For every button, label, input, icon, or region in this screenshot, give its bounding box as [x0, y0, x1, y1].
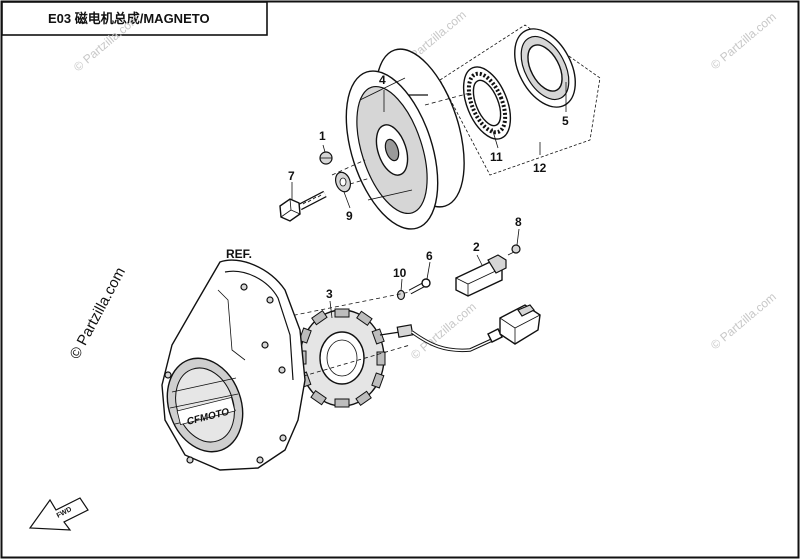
- title-box: E03 磁电机总成/MAGNETO: [1, 1, 268, 36]
- callout-6: 6: [426, 249, 433, 263]
- pickup-coil-sensor: [455, 254, 507, 297]
- watermark-3: © Partzilla.com: [708, 10, 779, 73]
- watermark-side: © Partzilla.com: [67, 265, 129, 362]
- callout-8: 8: [515, 215, 522, 229]
- sensor-bolt: [507, 244, 521, 256]
- ref-label: REF.: [226, 247, 252, 261]
- callout-4: 4: [379, 73, 386, 87]
- wire-connector: [499, 304, 541, 345]
- leader-lines-upper: [291, 82, 567, 209]
- callout-12: 12: [533, 161, 547, 175]
- callout-numbers: 4 5 11 12 1 7 9 3 2 8 6 10: [288, 73, 569, 301]
- callout-10: 10: [393, 266, 407, 280]
- stator-wire-harness: [379, 324, 503, 353]
- forward-arrow-icon: FWD: [28, 497, 89, 531]
- flywheel-rotor: [345, 48, 465, 230]
- callout-5: 5: [562, 114, 569, 128]
- washer: [334, 171, 352, 193]
- watermark-4: © Partzilla.com: [708, 290, 779, 353]
- callout-11: 11: [490, 150, 503, 164]
- stator-bolt: [408, 278, 431, 295]
- callout-2: 2: [473, 240, 480, 254]
- watermark-5: © Partzilla.com: [408, 300, 479, 363]
- starter-clutch-gear: [514, 28, 576, 108]
- flange-bolt: [279, 190, 327, 222]
- stator-washer: [396, 289, 406, 301]
- diagram-title: E03 磁电机总成/MAGNETO: [48, 11, 210, 26]
- callout-9: 9: [346, 209, 353, 223]
- one-way-clutch-bearing: [462, 66, 512, 140]
- flywheel-nut: [319, 151, 333, 165]
- stator-coil: [297, 308, 386, 408]
- callout-1: 1: [319, 129, 326, 143]
- callout-3: 3: [326, 287, 333, 301]
- callout-7: 7: [288, 169, 295, 183]
- magneto-cover: CFMOTO: [161, 259, 306, 471]
